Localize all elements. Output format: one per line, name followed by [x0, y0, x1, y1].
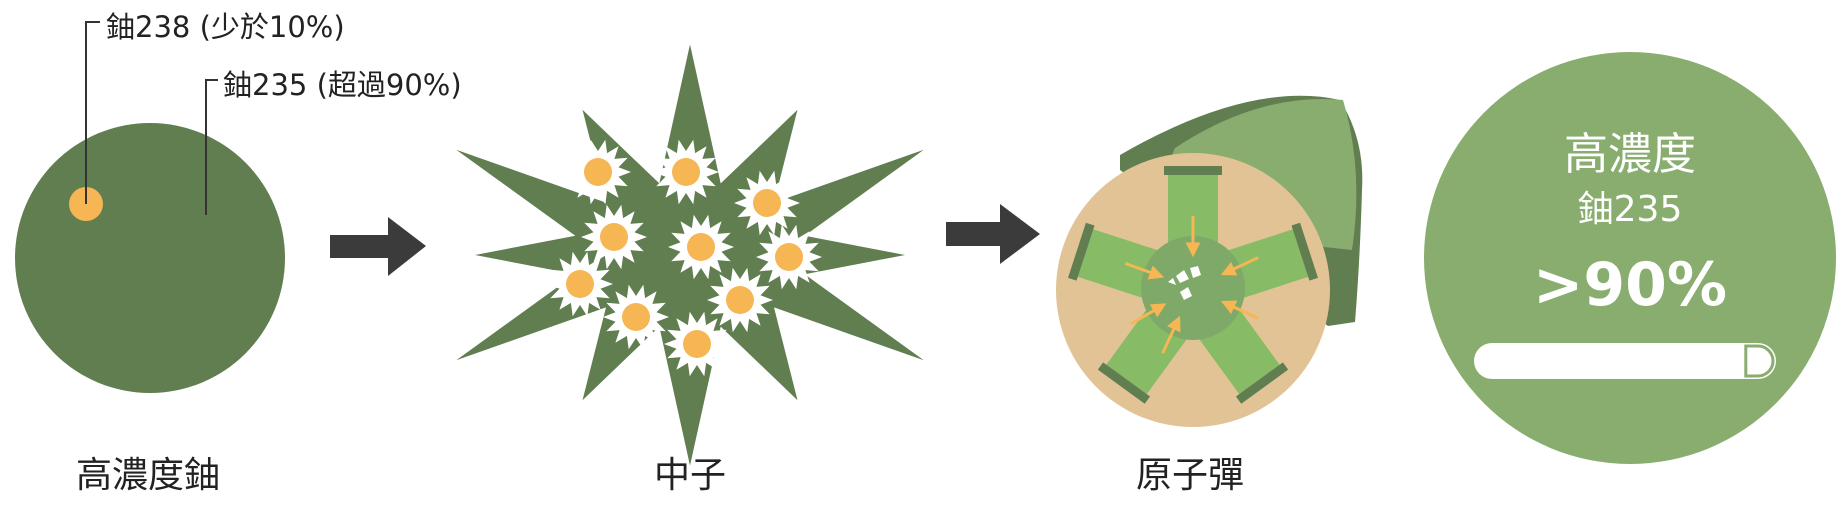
caption-neutron: 中子 — [653, 455, 727, 496]
neutron — [664, 311, 730, 377]
info-title: 高濃度 — [1564, 129, 1696, 180]
u235-callout: 鈾235 (超過90%) — [223, 68, 462, 102]
info-circle — [1424, 52, 1836, 464]
arrow-right-2 — [946, 204, 1040, 264]
progress-track — [1474, 343, 1776, 379]
neutron — [603, 284, 669, 350]
caption-uranium: 高濃度鈾 — [75, 455, 221, 496]
progress-fill — [1744, 344, 1775, 378]
neutron — [756, 224, 822, 290]
neutron — [547, 251, 613, 317]
u238-callout: 鈾238 (少於10%) — [106, 10, 345, 44]
caption-atomic-bomb: 原子彈 — [1135, 455, 1245, 496]
neutron — [668, 214, 734, 280]
uranium-sphere — [15, 21, 285, 393]
u235-leader-line — [205, 79, 218, 215]
neutron-burst — [456, 44, 924, 466]
core-fragments — [1168, 266, 1201, 300]
neutron — [565, 139, 631, 205]
neutron — [707, 267, 773, 333]
arrow-right-1 — [330, 217, 426, 276]
info-percent: >90% — [1533, 250, 1727, 320]
info-subtitle: 鈾235 — [1577, 189, 1683, 230]
atomic-bomb-illustration — [1056, 95, 1363, 427]
neutron — [581, 204, 647, 270]
bomb-core — [1141, 236, 1245, 340]
neutron — [734, 170, 800, 236]
u238-leader-line — [85, 21, 100, 204]
neutron — [653, 139, 719, 205]
